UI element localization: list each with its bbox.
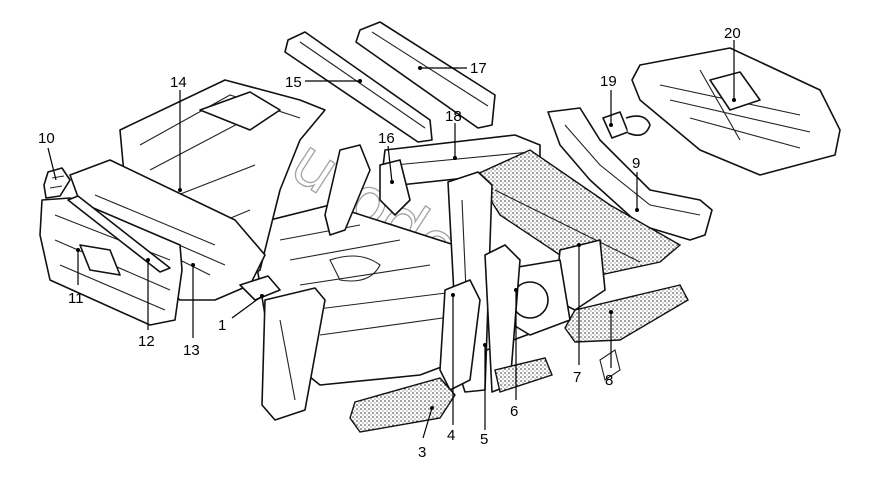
callout-12: 12 [138, 333, 155, 350]
part-17-roof-bow [355, 21, 496, 129]
part-20-rear-floor [631, 47, 841, 176]
leader-lines [47, 40, 735, 439]
part-19-clip [602, 111, 651, 139]
part-12-cross-member [67, 195, 171, 273]
callout-4: 4 [447, 427, 455, 444]
part-9-side-member [547, 107, 713, 241]
callout-16: 16 [378, 130, 395, 147]
callout-8: 8 [605, 372, 613, 389]
callout-19: 19 [600, 73, 617, 90]
leader-dots [76, 66, 736, 410]
part-1-mount [239, 275, 281, 301]
callout-3: 3 [418, 444, 426, 461]
callout-7: 7 [573, 369, 581, 386]
callout-labels: 1 3 4 5 6 7 8 9 10 11 12 13 14 15 16 17 … [38, 25, 741, 461]
rear-floor-hatched-panel [473, 149, 682, 276]
callout-9: 9 [632, 155, 640, 172]
part-16-pillar [324, 144, 411, 236]
callout-13: 13 [183, 342, 200, 359]
callout-18: 18 [445, 108, 462, 125]
callout-15: 15 [285, 74, 302, 91]
callout-11: 11 [68, 290, 84, 307]
callout-14: 14 [170, 74, 187, 91]
callout-1: 1 [218, 317, 226, 334]
callout-17: 17 [470, 60, 487, 77]
part-10-bracket [43, 167, 71, 199]
a-pillar-left [261, 287, 326, 421]
part-15-roof-bow [284, 31, 433, 143]
part-4-pillar [439, 279, 481, 391]
center-pillar-reinforcement [484, 244, 521, 393]
part-8-rear-sill [564, 284, 689, 381]
callout-10: 10 [38, 130, 55, 147]
callout-5: 5 [480, 431, 488, 448]
callout-6: 6 [510, 403, 518, 420]
callout-20: 20 [724, 25, 741, 42]
